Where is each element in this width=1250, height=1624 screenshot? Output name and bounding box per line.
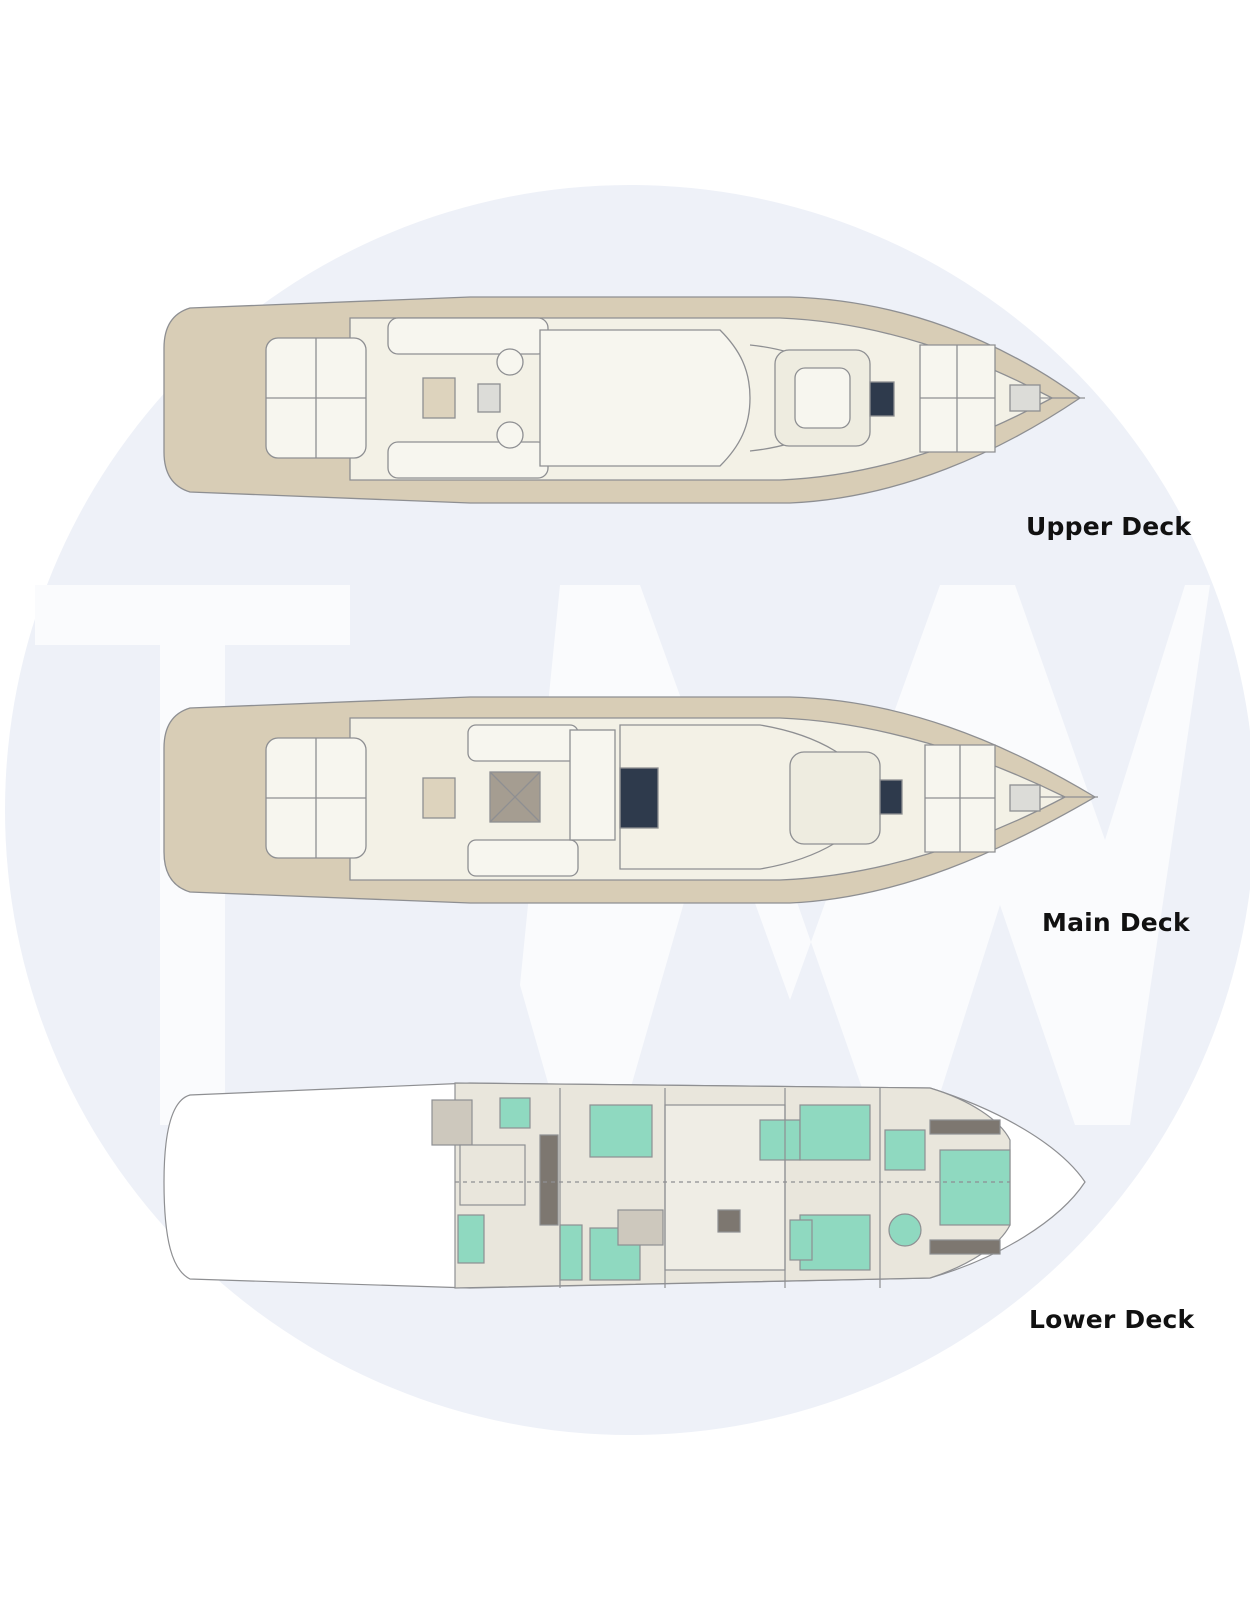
main-deck-label: Main Deck (1042, 908, 1190, 937)
lower-deck-plan (163, 1082, 1086, 1289)
upper-sofa-stbd (387, 441, 549, 479)
main-aft-console (422, 777, 456, 819)
lower-crew-wardrobe (539, 1134, 559, 1226)
upper-helm-seat-1 (496, 348, 524, 376)
upper-sofa-port (387, 317, 549, 355)
lower-vip-wardrobe-stbd (929, 1239, 1001, 1255)
lower-crew-stair (431, 1099, 473, 1146)
lower-cabin-3-bath (789, 1219, 813, 1261)
main-fwd-lounge (789, 751, 881, 845)
lower-vip-wardrobe-port (929, 1119, 1001, 1135)
main-helm-seat (619, 767, 659, 829)
main-sofa-port (467, 724, 579, 762)
main-anchor-box (1009, 784, 1041, 812)
upper-helm-console (477, 383, 501, 413)
upper-navy-hatch (869, 381, 895, 417)
lower-mid-bath (759, 1119, 801, 1161)
lower-cabin-2-bed (799, 1104, 871, 1161)
main-galley (569, 729, 616, 841)
upper-deck-plan (163, 296, 1085, 504)
lower-deck-label: Lower Deck (1029, 1305, 1195, 1334)
lower-vip-bed (939, 1149, 1011, 1226)
lower-lobby-table (717, 1209, 741, 1233)
upper-aft-console (422, 377, 456, 419)
main-navy-hatch (879, 779, 903, 815)
lower-crew-head (499, 1097, 531, 1129)
lower-vip-bath (884, 1129, 926, 1171)
upper-deck-label: Upper Deck (1026, 512, 1192, 541)
lower-stair-well (617, 1209, 664, 1246)
main-deck-plan (163, 696, 1098, 904)
lower-crew-bath (457, 1214, 485, 1264)
main-sofa-stbd (467, 839, 579, 877)
upper-helm-seat-2 (496, 421, 524, 449)
upper-hardtop (539, 329, 751, 467)
lower-cabin-1-bath (559, 1224, 583, 1281)
lower-vip-shower (888, 1213, 922, 1247)
lower-crew-cabin (459, 1144, 526, 1206)
lower-cabin-1-bed (589, 1104, 653, 1158)
upper-anchor-box (1009, 384, 1041, 412)
